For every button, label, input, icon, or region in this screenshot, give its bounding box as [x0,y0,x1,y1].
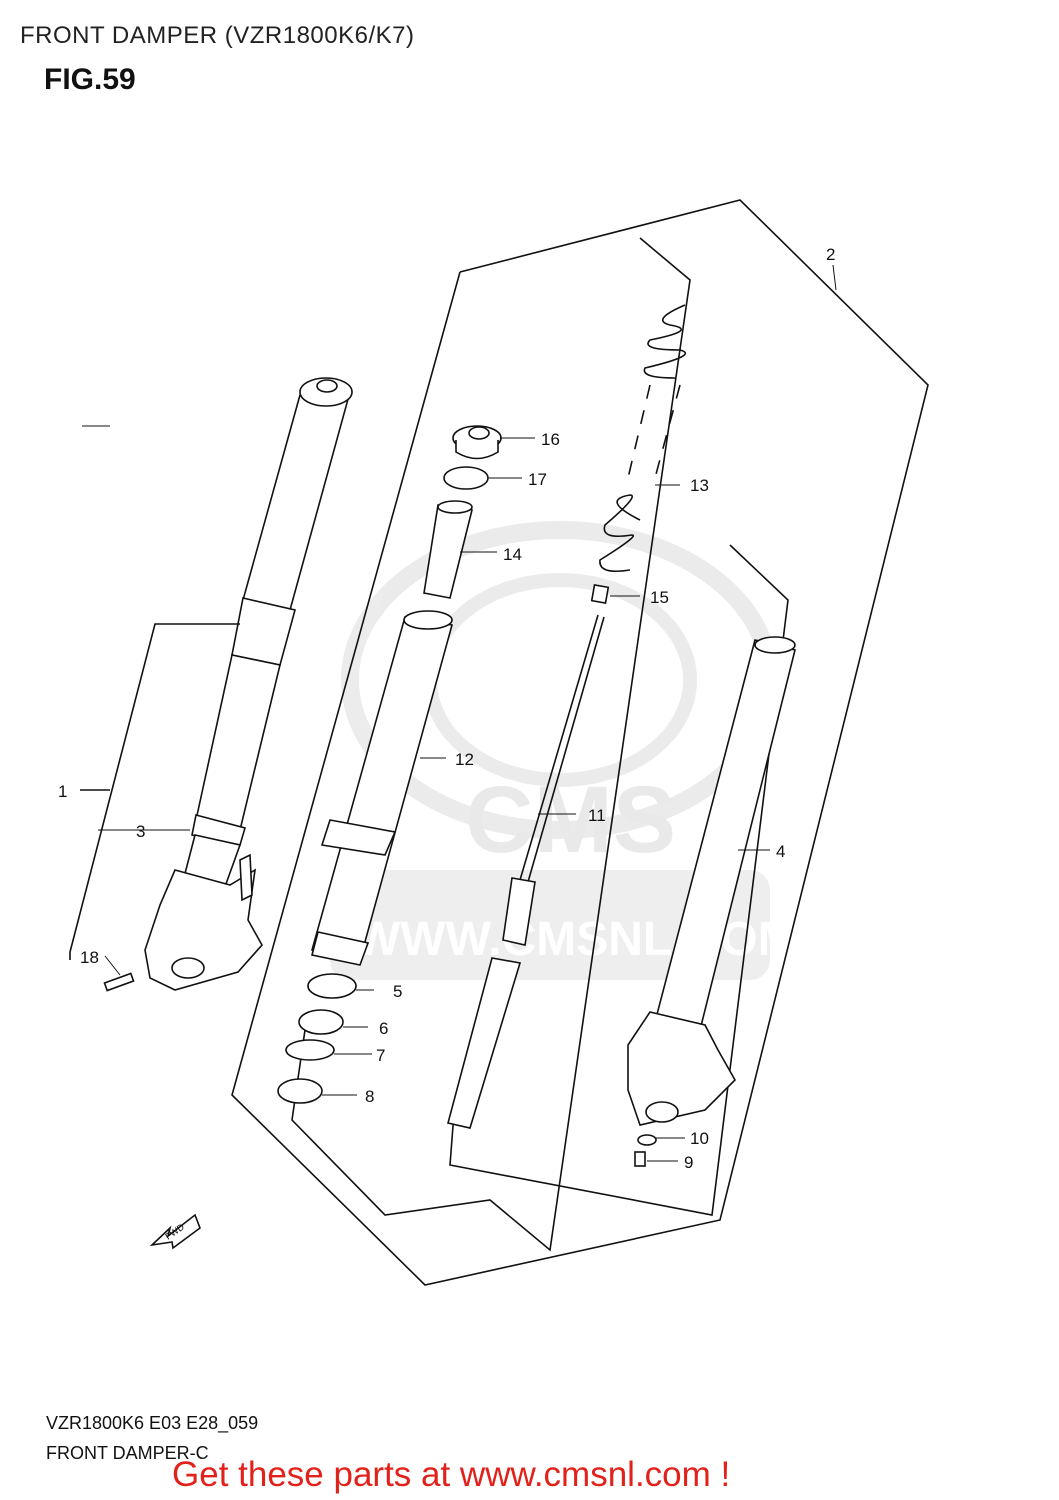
watermark-url-text: WWW.CMSNL.COM [355,913,798,966]
cta-link[interactable]: Get these parts at www.cmsnl.com ! [172,1455,731,1494]
callout-12: 12 [455,750,474,769]
callout-10: 10 [690,1129,709,1148]
stopper-ring-7 [285,1039,335,1061]
oil-seal-8 [277,1078,323,1104]
callout-17: 17 [528,470,547,489]
watermark-logo-text: CMS [465,767,676,873]
callout-15: 15 [650,588,669,607]
nut-15 [590,583,610,605]
front-fork-outer-tube-4 [627,636,796,1126]
callout-18: 18 [80,948,99,967]
outer-tube-12 [310,610,454,966]
callout-1: 1 [58,782,67,801]
washer-10 [637,1134,657,1146]
callout-3: 3 [136,822,145,841]
oil-seal-6 [298,1009,344,1035]
front-fork-assembly-left [144,377,353,991]
fork-cap-16 [452,425,502,460]
callout-8: 8 [365,1087,374,1106]
diagram-name: FRONT DAMPER-C [46,1443,209,1463]
callout-5: 5 [393,982,402,1001]
diagram-code: VZR1800K6 E03 E28_059 [46,1413,259,1433]
dust-seal-5 [307,973,357,999]
forward-arrow-icon: FWD [149,1213,201,1250]
figure-number: FIG.59 [44,63,136,96]
bolt-18 [103,972,135,992]
damper-rod-11 [447,614,605,1129]
callout-7: 7 [376,1046,385,1065]
callout-2: 2 [826,245,835,264]
spring-13 [599,304,686,573]
o-ring-17 [443,466,489,490]
callout-6: 6 [379,1019,388,1038]
cms-watermark-logo: CMS WWW.CMSNL.COM [330,521,798,980]
callout-11: 11 [588,806,606,825]
callout-16: 16 [541,430,560,449]
bolt-9 [634,1151,646,1167]
page-title: FRONT DAMPER (VZR1800K6/K7) [20,22,415,49]
callout-9: 9 [684,1153,693,1172]
spacer-14 [423,500,473,599]
callout-14: 14 [503,545,522,564]
callout-4: 4 [776,842,785,861]
callout-13: 13 [690,476,709,495]
